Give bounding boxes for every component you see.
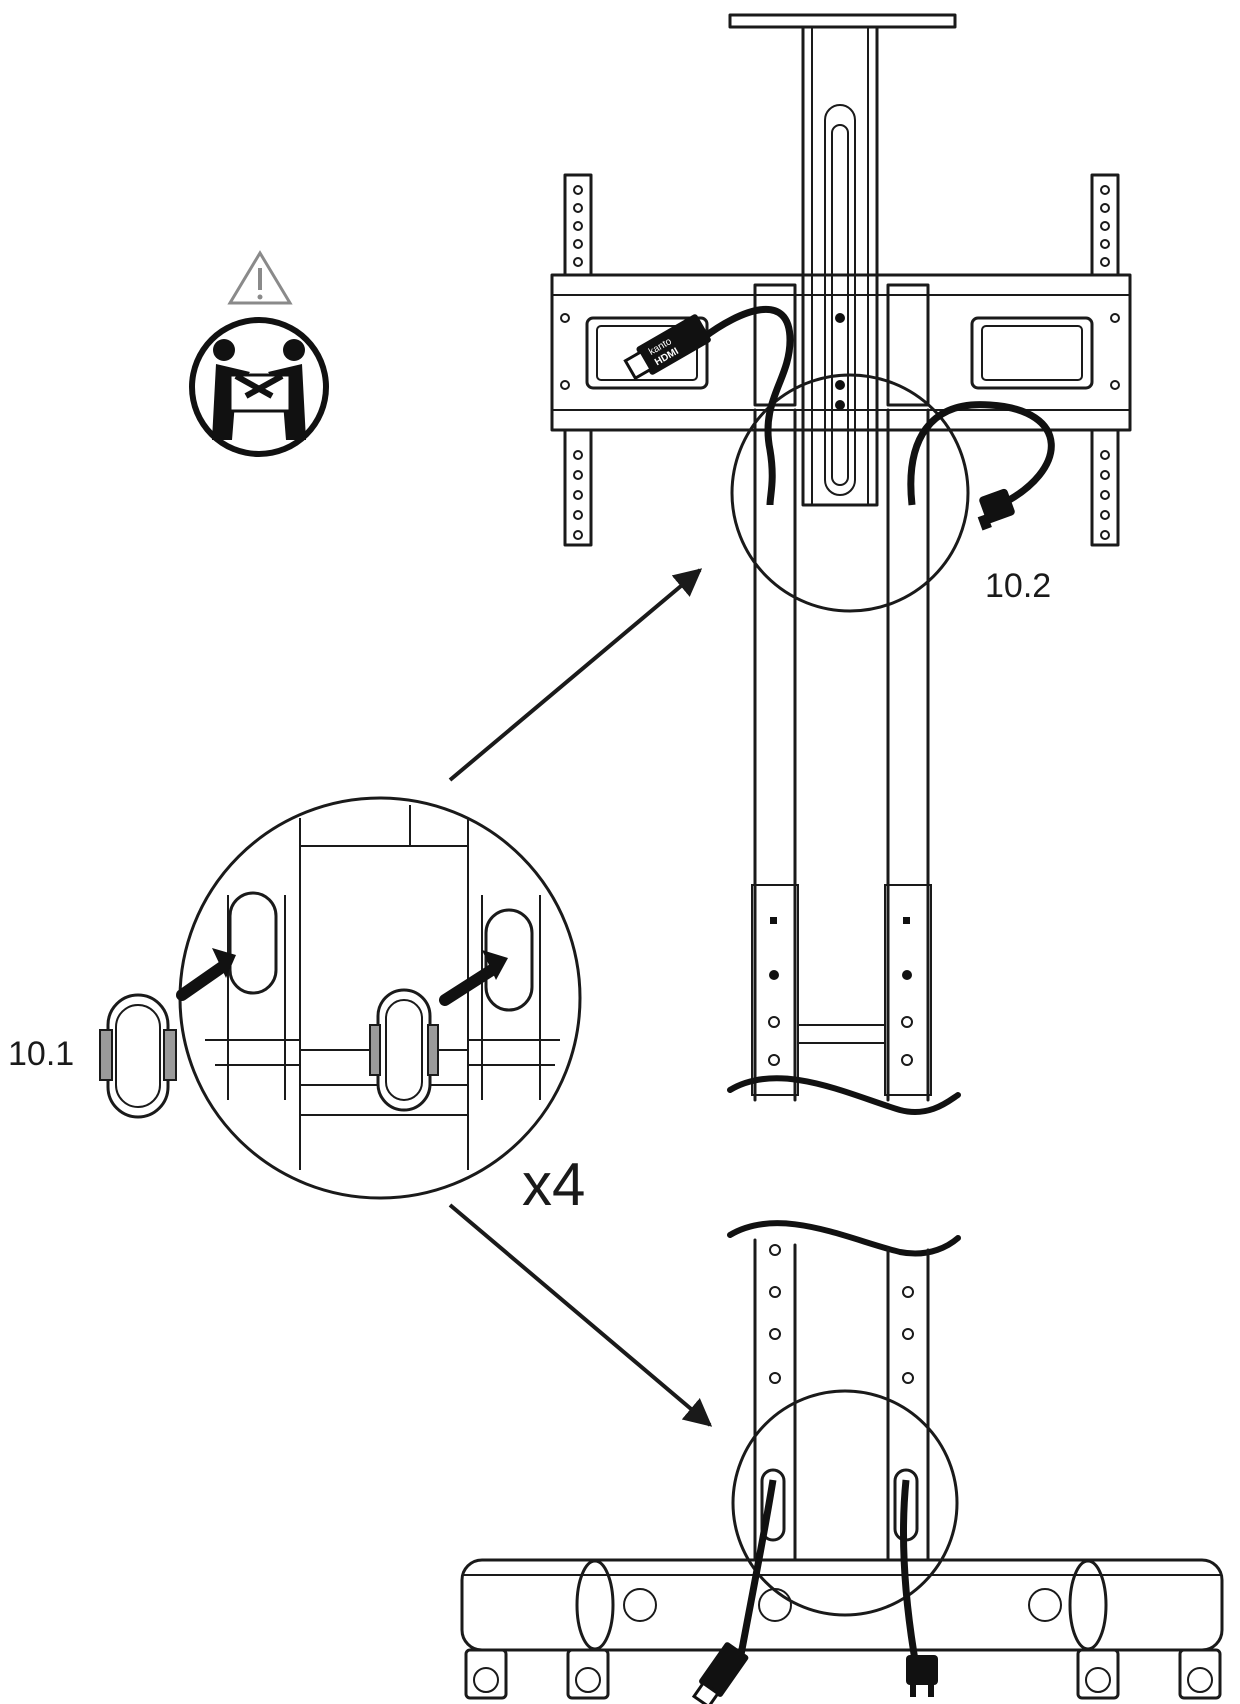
two-person-lift-icon <box>189 317 329 457</box>
arrow-to-bottom-detail <box>448 1203 713 1427</box>
bottom-base-assembly <box>460 1220 1224 1704</box>
top-mount-assembly: kanto HDMI <box>550 13 1132 1115</box>
step-label-10-2: 10.2 <box>985 567 1052 605</box>
arrow-to-top-detail <box>448 568 703 782</box>
quantity-label: x4 <box>522 1151 586 1218</box>
power-plug-top <box>977 488 1015 531</box>
step-label-10-1: 10.1 <box>8 1035 75 1073</box>
zoom-detail-circle <box>176 796 582 1200</box>
warning-triangle-icon <box>227 250 293 305</box>
cable-clip-part <box>99 993 177 1119</box>
power-plug-bottom <box>906 1655 938 1697</box>
